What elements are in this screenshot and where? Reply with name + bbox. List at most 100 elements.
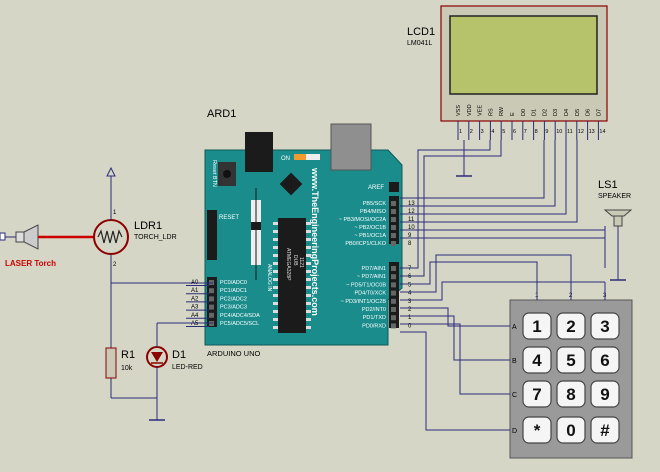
chip-leg	[306, 326, 311, 329]
digital-pin-number: 5	[408, 282, 412, 288]
keypad-key[interactable]	[556, 416, 586, 444]
digital-pin-label: PD1/TXD	[363, 315, 386, 321]
chip-leg	[306, 262, 311, 265]
keypad-key-label: 9	[600, 385, 609, 404]
keypad-key[interactable]	[590, 380, 620, 408]
digital-pin-label: ~ PB2/OC1B	[354, 225, 386, 231]
keypad-key[interactable]	[556, 312, 586, 340]
lcd-pin-label: D6	[586, 109, 592, 116]
chip-leg	[273, 254, 278, 257]
wire	[400, 281, 605, 301]
keypad-key[interactable]	[522, 312, 552, 340]
chip-leg	[273, 230, 278, 233]
lcd-module[interactable]: LCD1 LM041L VSS1VDD2VEE3RS4RW5E6D07D18D2…	[407, 5, 608, 140]
speaker-ref: LS1	[598, 179, 618, 191]
laser-torch[interactable]: LASER Torch	[0, 224, 95, 268]
lcd-pin-number: 14	[599, 129, 605, 135]
wires	[400, 140, 606, 431]
chip-leg	[306, 222, 311, 225]
keypad-key[interactable]	[522, 380, 552, 408]
wire	[400, 307, 510, 327]
ldr-ref: LDR1	[134, 220, 162, 232]
digital-pin	[391, 266, 396, 271]
chip-leg	[273, 222, 278, 225]
led-d1[interactable]: D1 LED-RED	[146, 323, 203, 398]
analog-pin-number: A5	[191, 321, 199, 327]
keypad-key[interactable]	[590, 346, 620, 374]
wire	[400, 237, 606, 268]
keypad-key[interactable]	[556, 380, 586, 408]
digital-pin	[391, 225, 396, 230]
analog-header	[207, 277, 217, 327]
keypad-row-label: D	[512, 428, 517, 435]
atmega-chip	[278, 218, 306, 333]
laser-label: LASER Torch	[5, 259, 56, 268]
digital-pin-label: ~ PD3/INT1/OC2B	[341, 299, 387, 305]
chip-text-2: DUB	[292, 255, 298, 266]
lcd-pin-number: 10	[556, 129, 562, 135]
speaker-ls1[interactable]: LS1 SPEAKER	[598, 179, 633, 281]
chip-leg	[273, 262, 278, 265]
chip-leg	[306, 254, 311, 257]
digital-pin-label: PB4/MISO	[360, 209, 387, 215]
digital-pin-label: ~ PB1/OC1A	[354, 233, 386, 239]
lcd-pin-number: 2	[470, 129, 473, 135]
lcd-pin-label: D5	[575, 109, 581, 116]
lcd-pin-group: VSS1VDD2VEE3RS4RW5E6D07D18D29D310D411D51…	[456, 104, 606, 140]
chip-leg	[306, 318, 311, 321]
arduino-caption: ARDUINO UNO	[207, 349, 261, 358]
keypad-key[interactable]	[590, 416, 620, 444]
digital-pin-number: 0	[408, 323, 412, 329]
chip-leg	[306, 310, 311, 313]
wire	[400, 254, 572, 300]
lcd-pin-number: 4	[491, 129, 494, 135]
lcd-pin-label: RS	[488, 108, 494, 116]
chip-leg	[273, 310, 278, 313]
analog-pin	[209, 296, 214, 302]
resistor-r1[interactable]: R1 10k	[105, 283, 135, 398]
keypad-key[interactable]	[590, 312, 620, 340]
lcd-pin-number: 3	[481, 129, 484, 135]
led-model: LED-RED	[172, 364, 203, 371]
chip-legs	[273, 222, 311, 329]
speaker-icon	[603, 209, 633, 217]
digital-pin-label: PD2/INT0	[362, 307, 386, 313]
wire	[400, 323, 510, 395]
chip-leg	[306, 246, 311, 249]
digital-pin	[391, 290, 396, 296]
digital-pin-label: PB5/SCK	[363, 201, 387, 207]
digital-pin	[391, 233, 396, 238]
digital-pin-number: 10	[408, 225, 415, 231]
digital-pin	[391, 307, 396, 312]
chip-leg	[273, 246, 278, 249]
chip-leg	[306, 230, 311, 233]
lcd-pin-label: E	[510, 112, 516, 116]
ldr-sensor[interactable]: 1 2 LDR1 TORCH_LDR	[93, 166, 177, 283]
arduino-uno[interactable]: ARD1 Reset BTN ON www.TheEngineeringProj…	[186, 108, 415, 358]
digital-pin	[391, 209, 396, 214]
lcd-pin-number: 5	[502, 129, 505, 135]
chip-leg	[273, 286, 278, 289]
keypad-key[interactable]	[522, 346, 552, 374]
digital-pin	[391, 274, 396, 280]
wire	[400, 315, 510, 361]
ground-symbol-2	[456, 140, 472, 177]
analog-pin	[209, 312, 214, 318]
digital-pin-number: 4	[408, 291, 412, 297]
chip-leg	[273, 318, 278, 321]
digital-pin-label: PD4/T0/XCK	[355, 291, 387, 297]
lcd-pin-label: RW	[499, 106, 505, 116]
analog-pin-number: A4	[191, 313, 199, 319]
lcd-pin-label: D1	[532, 109, 538, 116]
digital-pin-number: 6	[408, 274, 412, 280]
keypad-key[interactable]	[556, 346, 586, 374]
keypad-key[interactable]	[522, 416, 552, 444]
keypad-key-label: 1	[532, 317, 541, 336]
lcd-model: LM041L	[407, 40, 432, 47]
digital-pin-label: ~ PD7/AIN1	[357, 274, 386, 280]
keypad-row-label: B	[512, 358, 517, 365]
keypad-key-label: 7	[532, 385, 541, 404]
chip-text-3: 1121	[298, 257, 304, 268]
chip-leg	[306, 286, 311, 289]
